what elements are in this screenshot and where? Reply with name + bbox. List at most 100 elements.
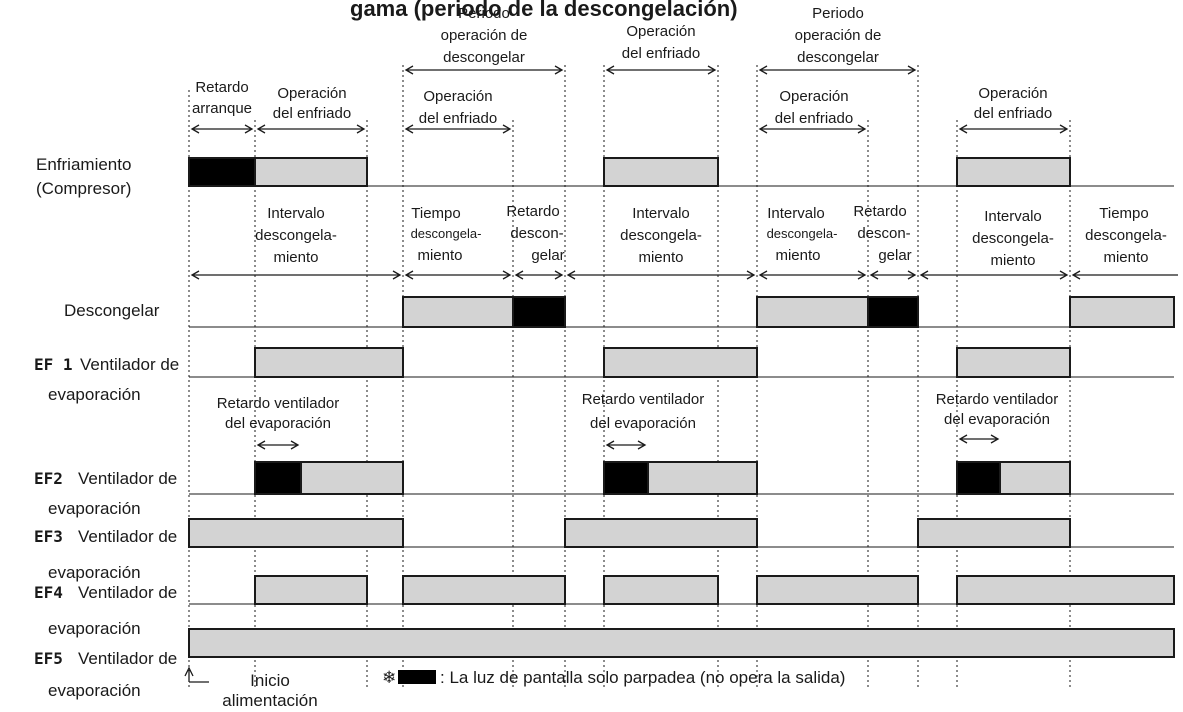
label-periodo-1c: descongelar [443,49,525,66]
row-ef2: EF2 Ventilador de evaporación [34,461,1071,518]
label-retardo-arranque-1: Retardo [195,79,248,96]
label-ef4-1: Ventilador de [78,583,177,602]
code-ef2: EF2 [34,469,63,488]
label-op-enfriado-5a: Operación [978,85,1047,102]
bar-enfr-3 [956,157,1071,187]
bar-enfr-blink [188,157,256,187]
label-intervalo-4c: miento [990,252,1035,269]
label-op-enfriado-1a: Operación [277,85,346,102]
label-fan-delay-3a: Retardo ventilador [936,391,1059,408]
bar-ef2-3 [999,461,1071,495]
label-intervalo-4b: descongela- [972,230,1054,247]
label-ef3-1: Ventilador de [78,527,177,546]
row-ef5: EF5 Ventilador de evaporación [34,628,1175,700]
footer: Inicio alimentación ❄ : La luz de pantal… [184,666,845,710]
top-annotations: Retardo arranque Operación del enfriado … [190,5,1069,134]
diagram-title: gama (periodo de la descongelación) [350,0,738,21]
bar-desc-3 [1069,296,1175,328]
bar-enfr-2 [603,157,719,187]
bar-enfr-1 [254,157,368,187]
label-fan-delay-1a: Retardo ventilador [217,395,340,412]
label-intervalo-1b: descongela- [255,227,337,244]
label-tiempo-1b: descongela- [411,226,482,241]
label-intervalo-3a: Intervalo [767,205,825,222]
label-inicio-1: Inicio [250,671,290,690]
row-ef3: EF3 Ventilador de evaporación [34,518,1071,582]
label-op-enfriado-3b: del enfriado [622,45,700,62]
label-fan-delay-1b: del evaporación [225,415,331,432]
fan-delay-annotations: Retardo ventilador del evaporación Retar… [217,391,1059,450]
label-tiempo-2b: descongela- [1085,227,1167,244]
code-ef4: EF4 [34,583,63,602]
bar-ef1-3 [956,347,1071,378]
label-ef4-2: evaporación [48,619,141,638]
bar-ef4-5 [956,575,1175,605]
label-intervalo-3c: miento [775,247,820,264]
row-ef1: EF 1 Ventilador de evaporación [34,347,1071,404]
bar-ef4-3 [603,575,719,605]
label-intervalo-1c: miento [273,249,318,266]
power-on-arrow-icon [184,666,209,683]
code-ef3: EF3 [34,527,63,546]
label-tiempo-1c: miento [417,247,462,264]
row-descongelar: Descongelar [64,296,1175,328]
label-periodo-1a: Periodo [458,5,510,22]
label-periodo-2a: Periodo [812,5,864,22]
bar-ef2-2 [647,461,758,495]
bar-ef2-blink-2 [603,461,649,495]
label-fan-delay-2b: del evaporación [590,415,696,432]
snowflake-icon: ❄ [382,668,396,687]
label-periodo-2b: operación de [795,27,882,44]
label-op-enfriado-4b: del enfriado [775,110,853,127]
code-ef1: EF 1 [34,355,73,374]
label-retardo-desc-2b: descon- [857,225,910,242]
bar-desc-blink-2 [867,296,919,328]
label-descongelar: Descongelar [64,301,160,320]
bar-desc-blink-1 [512,296,566,328]
label-retardo-desc-1a: Retardo [506,203,559,220]
bar-ef2-blink-1 [254,461,302,495]
label-retardo-desc-1b: descon- [510,225,563,242]
bar-desc-2 [756,296,869,328]
legend-text: : La luz de pantalla solo parpadea (no o… [440,668,845,687]
label-op-enfriado-3a: Operación [626,23,695,40]
label-op-enfriado-2a: Operación [423,88,492,105]
label-ef1-2: evaporación [48,385,141,404]
label-periodo-1b: operación de [441,27,528,44]
label-enfriamiento-2: (Compresor) [36,179,131,198]
bar-ef1-2 [603,347,758,378]
label-intervalo-2c: miento [638,249,683,266]
row-enfriamiento: Enfriamiento (Compresor) [36,155,1071,198]
interval-annotations: Intervalo descongela- miento Tiempo desc… [190,203,1178,280]
label-intervalo-3b: descongela- [767,226,838,241]
label-periodo-2c: descongelar [797,49,879,66]
bar-ef3-1 [188,518,404,548]
bar-ef4-2 [402,575,566,605]
bar-ef3-3 [917,518,1071,548]
label-ef5-1: Ventilador de [78,649,177,668]
label-op-enfriado-4a: Operación [779,88,848,105]
label-intervalo-4a: Intervalo [984,208,1042,225]
label-retardo-desc-2c: gelar [878,247,911,264]
label-ef2-1: Ventilador de [78,469,177,488]
label-retardo-desc-2a: Retardo [853,203,906,220]
label-ef3-2: evaporación [48,563,141,582]
bar-desc-1 [402,296,514,328]
row-ef4: EF4 Ventilador de evaporación [34,575,1175,638]
label-ef1-1: Ventilador de [80,355,179,374]
label-inicio-2: alimentación [222,691,317,710]
bar-ef1-1 [254,347,404,378]
label-ef5-2: evaporación [48,681,141,700]
label-intervalo-1a: Intervalo [267,205,325,222]
label-intervalo-2a: Intervalo [632,205,690,222]
label-fan-delay-3b: del evaporación [944,411,1050,428]
label-retardo-arranque-2: arranque [192,100,252,117]
label-op-enfriado-2b: del enfriado [419,110,497,127]
label-enfriamiento-1: Enfriamiento [36,155,131,174]
label-op-enfriado-1b: del enfriado [273,105,351,122]
bar-ef5-1 [188,628,1175,658]
bar-ef4-1 [254,575,368,605]
label-op-enfriado-5b: del enfriado [974,105,1052,122]
legend-black-swatch [398,670,436,684]
